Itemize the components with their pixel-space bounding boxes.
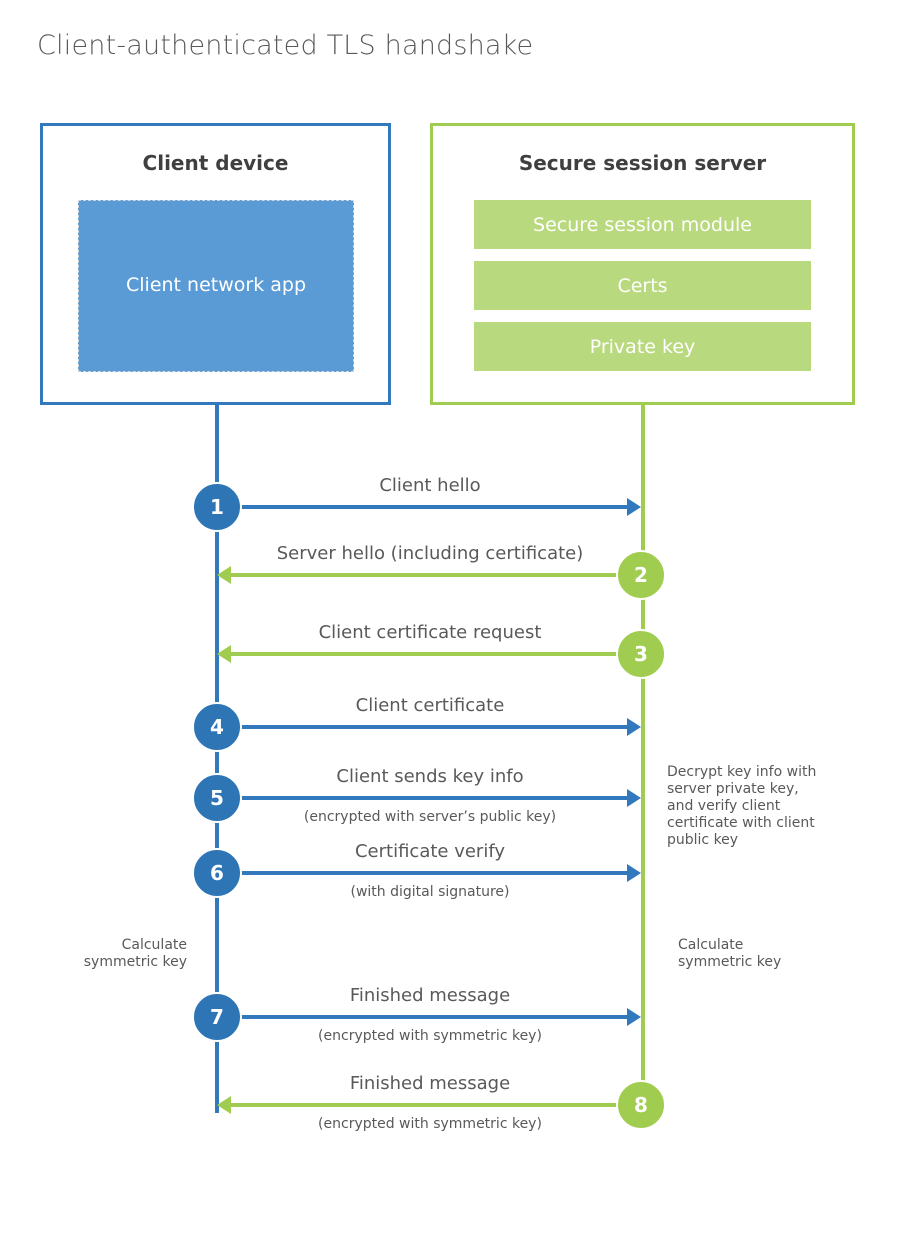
client-lifeline bbox=[215, 405, 219, 1113]
arrow-sublabel: (encrypted with symmetric key) bbox=[318, 1116, 542, 1132]
step-number-badge: 2 bbox=[616, 550, 666, 600]
arrow-label: Certificate verify bbox=[354, 841, 506, 862]
arrow-line bbox=[231, 652, 643, 656]
arrow-label: Finished message bbox=[349, 1073, 511, 1094]
arrow-sublabel: (encrypted with server’s public key) bbox=[303, 809, 557, 825]
arrowhead-left-icon bbox=[217, 645, 231, 663]
arrow-sublabel: (with digital signature) bbox=[350, 884, 510, 900]
step-number-badge: 6 bbox=[192, 848, 242, 898]
arrowhead-left-icon bbox=[217, 1096, 231, 1114]
arrow-line bbox=[231, 1103, 643, 1107]
arrow-line bbox=[217, 1015, 629, 1019]
arrow-label: Client sends key info bbox=[336, 766, 524, 787]
arrow-line bbox=[217, 725, 629, 729]
step-number: 3 bbox=[634, 642, 648, 666]
step-number-badge: 5 bbox=[192, 773, 242, 823]
arrow-line bbox=[231, 573, 643, 577]
arrowhead-right-icon bbox=[627, 1008, 641, 1026]
server-module-secure-session: Secure session module bbox=[474, 200, 811, 249]
arrowhead-right-icon bbox=[627, 718, 641, 736]
client-calculate-key-note: Calculate symmetric key bbox=[83, 937, 187, 971]
page-title: Client-authenticated TLS handshake bbox=[37, 30, 534, 61]
arrow-line bbox=[217, 796, 629, 800]
client-device-title: Client device bbox=[142, 151, 289, 175]
arrowhead-right-icon bbox=[627, 789, 641, 807]
arrow-label: Client hello bbox=[379, 475, 481, 496]
arrow-label: Server hello (including certificate) bbox=[276, 543, 584, 564]
step-number-badge: 1 bbox=[192, 482, 242, 532]
step-number: 5 bbox=[210, 786, 224, 810]
server-module-label: Certs bbox=[617, 274, 668, 297]
server-module-certs: Certs bbox=[474, 261, 811, 310]
arrow-line bbox=[217, 871, 629, 875]
step-number-badge: 7 bbox=[192, 992, 242, 1042]
arrowhead-left-icon bbox=[217, 566, 231, 584]
arrow-line bbox=[217, 505, 629, 509]
arrowhead-right-icon bbox=[627, 498, 641, 516]
step-number: 4 bbox=[210, 715, 224, 739]
server-decrypt-note: Decrypt key info with server private key… bbox=[667, 764, 817, 849]
step-number: 2 bbox=[634, 563, 648, 587]
server-module-private-key: Private key bbox=[474, 322, 811, 371]
step-number: 7 bbox=[210, 1005, 224, 1029]
arrowhead-right-icon bbox=[627, 864, 641, 882]
step-number: 6 bbox=[210, 861, 224, 885]
step-number-badge: 3 bbox=[616, 629, 666, 679]
step-number: 8 bbox=[634, 1093, 648, 1117]
arrow-label: Client certificate request bbox=[318, 622, 542, 643]
client-network-app-box: Client network app bbox=[78, 200, 354, 372]
server-module-label: Private key bbox=[589, 335, 696, 358]
server-lifeline bbox=[641, 405, 645, 1105]
client-network-app-label: Client network app bbox=[126, 274, 307, 297]
step-number: 1 bbox=[210, 495, 224, 519]
step-number-badge: 4 bbox=[192, 702, 242, 752]
server-calculate-key-note: Calculate symmetric key bbox=[678, 937, 782, 971]
arrow-label: Client certificate bbox=[355, 695, 505, 716]
server-module-label: Secure session module bbox=[533, 213, 752, 236]
secure-session-server-title: Secure session server bbox=[518, 151, 767, 175]
step-number-badge: 8 bbox=[616, 1080, 666, 1130]
arrow-sublabel: (encrypted with symmetric key) bbox=[318, 1028, 542, 1044]
arrow-label: Finished message bbox=[349, 985, 511, 1006]
